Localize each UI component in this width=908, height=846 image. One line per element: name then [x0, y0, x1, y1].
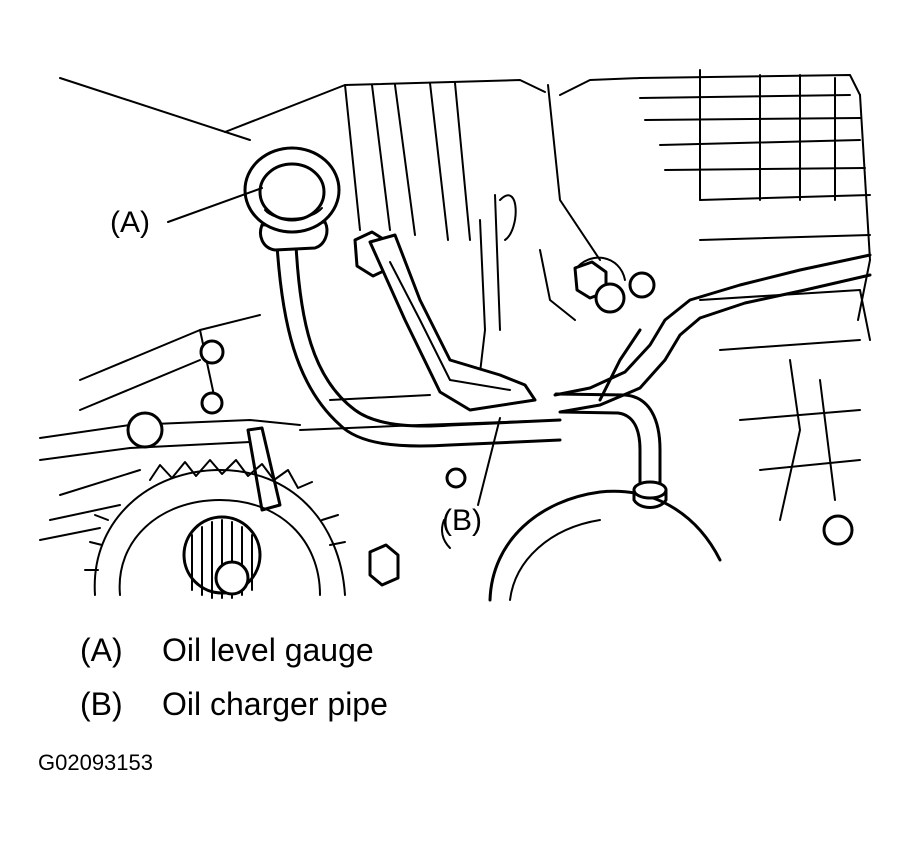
legend-key-a: (A)	[80, 632, 123, 668]
crank-pulley	[488, 489, 722, 602]
bolts	[353, 230, 854, 587]
oil-level-gauge	[243, 146, 562, 448]
callout-a: (A)	[110, 187, 263, 239]
figure-id: G02093153	[38, 750, 153, 775]
legend-key-b: (B)	[80, 686, 123, 722]
lower-left-frame	[39, 314, 561, 541]
oil-charger-pipe	[553, 253, 872, 509]
gauge-bracket	[368, 233, 537, 412]
callout-a-label: (A)	[110, 206, 150, 239]
legend-item-a: (A) Oil level gauge	[80, 632, 374, 668]
legend-text-a: Oil level gauge	[162, 632, 374, 668]
engine-block-lines	[59, 69, 871, 521]
legend-text-b: Oil charger pipe	[162, 686, 388, 722]
legend-item-b: (B) Oil charger pipe	[80, 686, 388, 722]
callout-b: (B)	[441, 417, 501, 549]
timing-gears	[84, 459, 346, 599]
callout-b-label: (B)	[442, 504, 482, 537]
engine-illustration: (A) (B)	[39, 69, 872, 602]
